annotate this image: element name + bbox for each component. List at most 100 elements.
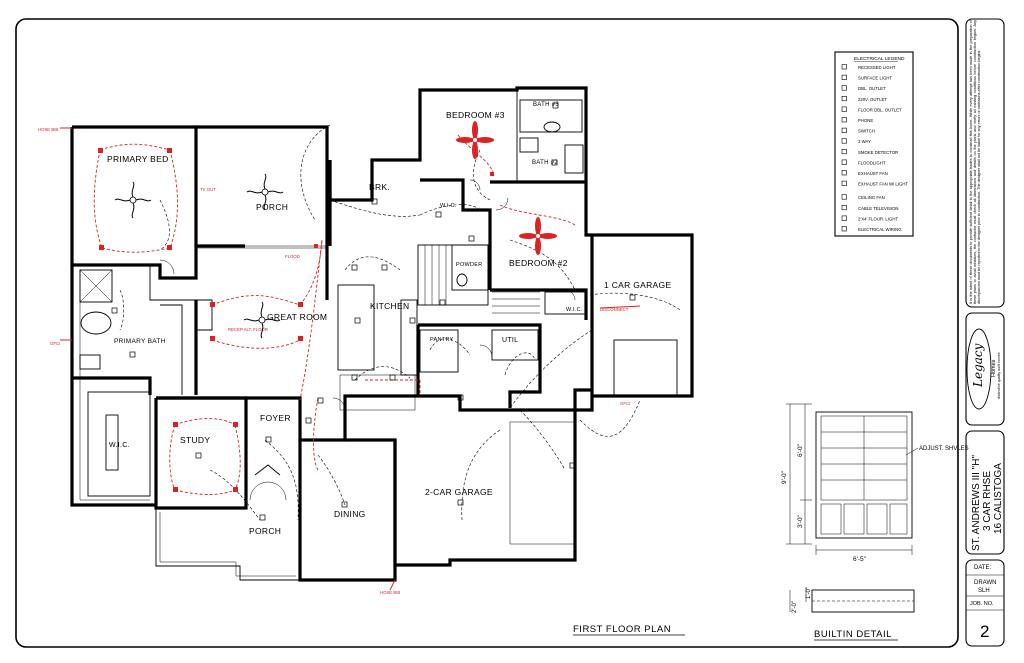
ceiling-fan-icon — [246, 173, 284, 211]
red-circuits — [60, 127, 641, 591]
logo-text: Legacy — [971, 343, 985, 388]
exhaust-fan-icon — [841, 170, 847, 176]
room-brk: BRK. — [369, 182, 390, 192]
ceiling-fan-icon — [841, 194, 847, 200]
svg-text:DISCONNECT: DISCONNECT — [600, 307, 629, 312]
exhaust-fan-light-icon — [841, 180, 847, 186]
legend-title: ELECTRICAL LEGEND — [854, 56, 905, 62]
dim-depth: 2'-0" — [792, 601, 798, 613]
smoke-detector-icon — [841, 149, 847, 155]
dim-total: 9'-0" — [781, 470, 788, 484]
room-primary-bath: PRIMARY BATH — [114, 338, 166, 345]
plan-title: FIRST FLOOR PLAN — [573, 624, 671, 635]
red-lights — [98, 148, 494, 492]
legend-item: 220V. OUTLET — [841, 96, 887, 102]
room-pantry: PANTRY — [430, 337, 454, 343]
recessed-light-icon — [841, 64, 847, 70]
wiring-icon — [841, 226, 847, 232]
surface-light-icon — [841, 74, 847, 80]
project-line-3: 16 CALISTOGA — [993, 463, 1004, 534]
room-wic-primary: W.I.C. — [109, 442, 130, 449]
builtin-detail: 9'-0" 6'-0" 3'-0" 6'-5" ADJUST. SHVLES 2… — [781, 403, 969, 641]
room-bedroom-2: BEDROOM #2 — [509, 258, 568, 268]
ceiling-fan-red-icon — [456, 121, 494, 159]
room-bath-3: BATH #3 — [533, 102, 559, 108]
sheet-number: 2 — [980, 622, 989, 641]
ceiling-fan-icon — [243, 301, 281, 339]
legend-item: CEILING FAN — [841, 194, 885, 200]
room-porch-rear: PORCH — [256, 202, 288, 212]
legend-item-label: RECESSED LIGHT — [858, 65, 896, 70]
fluor-light-icon — [841, 215, 847, 221]
project-line-2: 3 CAR RHSE — [982, 471, 993, 531]
room-dining: DINING — [334, 509, 366, 519]
title-block: It is the intent of these documents to p… — [965, 18, 1005, 647]
room-great-room: GREAT ROOM — [267, 312, 327, 322]
room-foyer: FOYER — [260, 413, 291, 423]
drawn-label: DRAWN — [974, 580, 996, 586]
room-primary-bed: PRIMARY BED — [107, 154, 169, 164]
legend-item: SMOKE DETECTOR — [841, 149, 898, 155]
dim-lower: 3'-0" — [797, 514, 804, 528]
legend-item: CABLE TELEVISION — [841, 205, 899, 211]
job-label: JOB. NO. — [970, 601, 994, 607]
svg-text:TV OUT: TV OUT — [200, 187, 216, 192]
ceiling-fan-red-icon — [519, 217, 557, 255]
logo-sub: Homes — [991, 359, 997, 377]
electrical-legend: ELECTRICAL LEGEND RECESSED LIGHT SURFACE … — [834, 51, 914, 237]
floor-plan — [70, 86, 694, 582]
legend-item-label: SMOKE DETECTOR — [858, 150, 898, 155]
room-bedroom-3: BEDROOM #3 — [446, 110, 505, 120]
legend-item: SURFACE LIGHT — [841, 74, 893, 81]
legend-item-label: 2'X4' FLOUR. LIGHT — [858, 216, 898, 221]
legend-item: PHONE — [841, 117, 873, 123]
legacy-homes-logo: Legacy Homes distinctive quality built h… — [966, 328, 1001, 410]
date-label: DATE: — [974, 565, 992, 571]
room-bath-2: BATH #2 — [532, 160, 558, 166]
sheet-border — [15, 18, 959, 648]
svg-text:HOSE BIB: HOSE BIB — [38, 127, 58, 132]
legend-item-label: SWITCH — [858, 129, 875, 134]
project-line-1: ST. ANDREWS III "H" — [971, 455, 982, 551]
builtin-note: ADJUST. SHVLES — [919, 446, 969, 452]
room-powder: POWDER — [456, 262, 483, 268]
svg-text:RECEP ALT. FLOOR: RECEP ALT. FLOOR — [228, 327, 268, 332]
room-porch-front: PORCH — [249, 526, 281, 536]
legend-item-label: SURFACE LIGHT — [858, 76, 893, 81]
logo-tag: distinctive quality built homes — [997, 352, 1001, 399]
disclaimer-text: It is the intent of these documents to p… — [969, 20, 982, 304]
ceiling-fans — [114, 121, 557, 339]
electrical-wiring — [119, 124, 681, 521]
legend-item: EXHAUST FAN W/ LIGHT — [841, 180, 908, 187]
svg-text:HOSE BIB: HOSE BIB — [380, 590, 400, 595]
floor-outlet-icon — [841, 106, 847, 112]
svg-text:FLOOD: FLOOD — [285, 254, 300, 259]
three-way-switch-icon — [841, 138, 847, 144]
room-wic-bed3: W.I.C. — [440, 203, 457, 209]
legend-item-label: ELECTRICAL WIRING — [858, 227, 902, 232]
legend-item: DBL. OUTLET — [841, 85, 886, 91]
dim-upper: 6'-0" — [797, 443, 804, 457]
legend-item-label: FLOODLIGHT — [858, 160, 886, 165]
ceiling-fan-icon — [114, 181, 152, 219]
legend-item-label: CEILING FAN — [858, 195, 885, 200]
legend-item-label: DBL. OUTLET — [858, 86, 886, 91]
room-wic-bed2: W.I.C. — [566, 307, 583, 313]
svg-text:GFCI: GFCI — [50, 341, 60, 346]
floodlight-icon — [841, 159, 847, 165]
legend-item-label: 220V. OUTLET — [858, 97, 887, 102]
room-labels: PRIMARY BED PORCH BRK. BEDROOM #3 BATH #… — [107, 102, 671, 536]
220v-outlet-icon — [841, 96, 847, 102]
room-study: STUDY — [180, 435, 210, 445]
room-two-car-garage: 2-CAR GARAGE — [425, 487, 493, 497]
dim-width: 6'-5" — [853, 556, 867, 563]
legend-item-label: FLOOR DBL. OUTLET — [858, 107, 902, 112]
builtin-title: BUILTIN DETAIL — [814, 629, 892, 640]
dim-side: 1'-0" — [806, 587, 812, 599]
light-fixtures — [111, 102, 636, 521]
phone-icon — [841, 117, 847, 123]
cable-tv-icon — [841, 205, 847, 211]
legend-item-label: EXHAUST FAN — [858, 171, 888, 176]
legend-item: EXHAUST FAN — [841, 170, 888, 176]
